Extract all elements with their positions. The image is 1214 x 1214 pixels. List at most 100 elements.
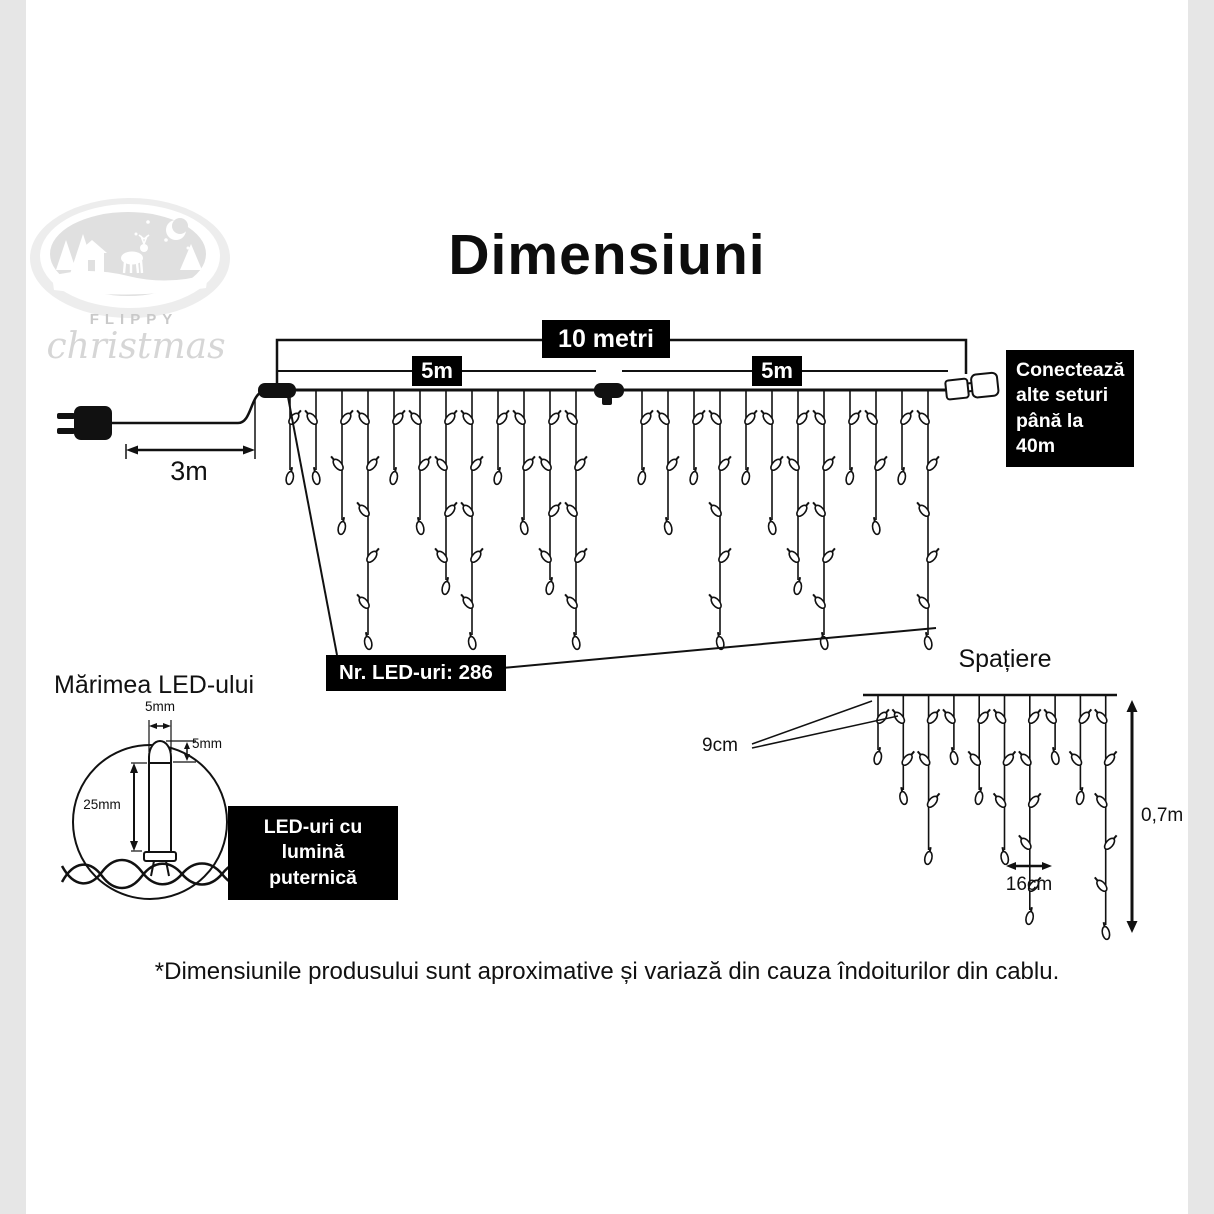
gap-small-label: 9cm	[702, 735, 738, 756]
led-bulb-icon	[538, 455, 552, 472]
icicle-strands-right-half	[637, 390, 940, 651]
led-bulb-icon	[441, 577, 451, 596]
led-bulb-icon	[977, 708, 991, 725]
light-strand	[564, 390, 588, 651]
spacing-section-title: Spațiere	[958, 645, 1052, 673]
stars-icon	[134, 220, 190, 250]
led-bulb-icon	[992, 792, 1007, 809]
icicle-strands-left-half	[285, 390, 588, 651]
snow-ground	[52, 271, 208, 295]
led-bulb-icon	[311, 467, 321, 486]
led-body-label: 25mm	[83, 797, 121, 812]
led-bulb-icon	[741, 467, 751, 486]
led-bulb-icon	[467, 632, 477, 651]
left-half-badge: 5m	[412, 356, 462, 386]
light-strand	[285, 390, 302, 486]
spacing-diagram	[751, 693, 1138, 941]
led-diagram-icon	[143, 740, 177, 877]
led-bulb-icon	[548, 501, 562, 518]
led-bulb-icon	[460, 501, 474, 518]
light-strand	[689, 390, 706, 486]
light-strand	[873, 695, 890, 766]
led-bulb-icon	[916, 593, 930, 610]
led-bulb-icon	[1043, 708, 1058, 725]
led-body-dimension	[130, 762, 147, 852]
led-bulb-icon	[663, 517, 673, 536]
drop-height-arrow	[1126, 700, 1138, 933]
led-bulb-icon	[304, 409, 318, 426]
light-strand	[637, 390, 654, 486]
led-bulb-icon	[548, 409, 562, 426]
light-strand	[786, 390, 810, 596]
led-bulb-icon	[923, 632, 933, 651]
led-bulb-icon	[415, 517, 425, 536]
led-bulb-icon	[718, 455, 732, 472]
led-bulb-icon	[786, 547, 800, 564]
led-bulb-icon	[571, 632, 581, 651]
led-count-pointer-left	[287, 396, 338, 656]
led-bulb-icon	[874, 455, 888, 472]
led-bulb-icon	[796, 501, 810, 518]
led-bulb-icon	[845, 467, 855, 486]
led-bulb-icon	[871, 517, 881, 536]
led-bulb-icon	[796, 409, 810, 426]
led-bulb-icon	[916, 409, 930, 426]
led-bulb-icon	[408, 409, 422, 426]
led-bulb-icon	[285, 467, 295, 486]
led-bulb-icon	[1027, 708, 1042, 725]
led-bulb-icon	[744, 409, 758, 426]
led-bulb-icon	[786, 455, 800, 472]
led-bulb-icon	[470, 547, 484, 564]
led-bulb-icon	[522, 455, 536, 472]
power-plug-icon	[57, 406, 112, 440]
light-strand	[942, 695, 959, 766]
led-bulb-icon	[1101, 922, 1111, 941]
gap-large-label: 16cm	[1005, 874, 1053, 895]
led-size-diagram	[60, 720, 243, 900]
led-bulb-icon	[873, 747, 883, 766]
led-bulb-icon	[1094, 876, 1108, 893]
led-bulb-icon	[574, 455, 588, 472]
logo-brand-script-text: christmas	[46, 326, 225, 367]
led-bulb-icon	[444, 501, 458, 518]
bright-led-note-badge: LED-uri cu lumină puternică	[228, 806, 398, 901]
led-bulb-icon	[493, 467, 503, 486]
led-bulb-icon	[689, 467, 699, 486]
led-bulb-icon	[812, 409, 826, 426]
led-bulb-icon	[967, 750, 982, 767]
brand-logo: FLIPPY christmas	[30, 198, 230, 367]
led-bulb-icon	[1078, 708, 1093, 725]
light-strand	[460, 390, 484, 651]
bright-led-note-label: LED-uri cu lumină puternică	[263, 816, 363, 889]
light-strand	[304, 390, 321, 486]
lead-length-label: 3m	[170, 456, 208, 486]
led-bulb-icon	[470, 455, 484, 472]
led-bulb-icon	[434, 547, 448, 564]
led-bulb-icon	[519, 517, 529, 536]
left-margin-band	[0, 0, 26, 1214]
start-connector-icon	[258, 383, 296, 398]
led-bulb-icon	[926, 708, 941, 725]
led-dome-label: 5mm	[192, 736, 222, 751]
led-bulb-icon	[512, 409, 526, 426]
led-bulb-icon	[460, 409, 474, 426]
led-bulb-icon	[418, 455, 432, 472]
led-bulb-icon	[760, 409, 774, 426]
led-bulb-icon	[812, 501, 826, 518]
led-bulb-icon	[366, 547, 380, 564]
led-bulb-icon	[692, 409, 706, 426]
led-count-badge: Nr. LED-uri: 286	[326, 655, 506, 691]
gap-pointer-2	[751, 715, 899, 749]
drop-height-label: 0,7m	[1141, 805, 1184, 826]
led-bulb-icon	[923, 847, 933, 866]
main-string-diagram	[57, 338, 1000, 669]
led-bulb-icon	[1000, 847, 1010, 866]
led-bulb-icon	[1025, 907, 1035, 926]
twisted-wire-icon	[60, 858, 243, 890]
led-bulb-icon	[926, 455, 940, 472]
led-bulb-icon	[564, 501, 578, 518]
led-bulb-icon	[708, 593, 722, 610]
led-bulb-icon	[916, 501, 930, 518]
end-connector-icon	[944, 371, 1000, 401]
